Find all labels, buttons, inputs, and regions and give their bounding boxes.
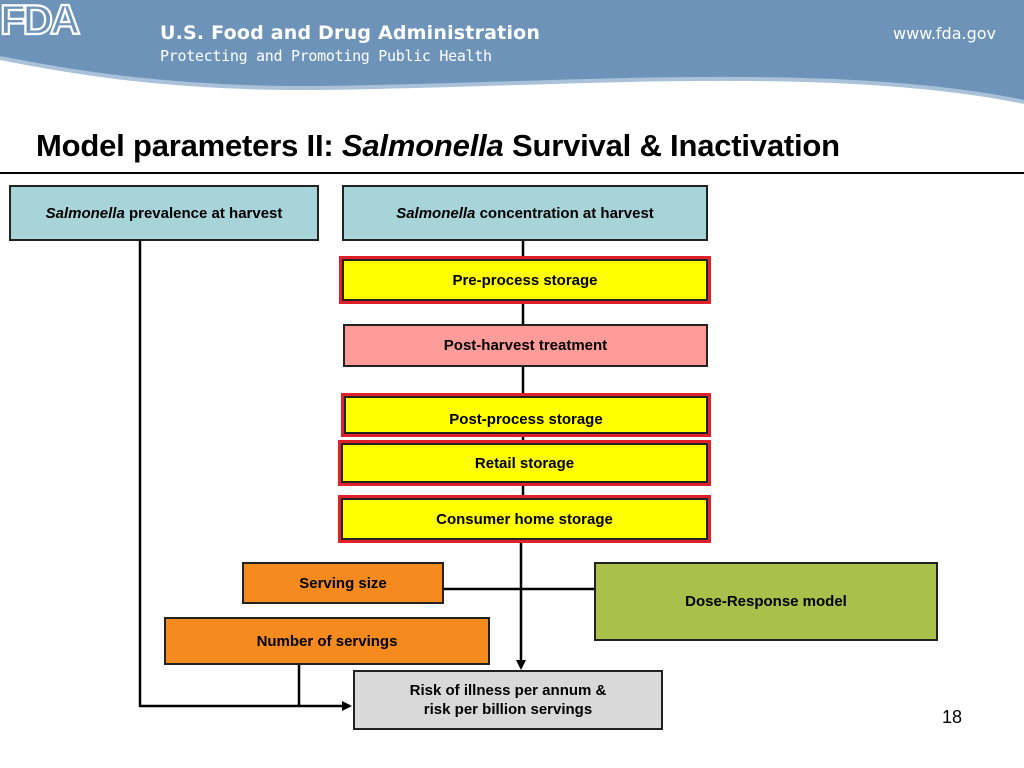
serving-size-label: Serving size — [299, 574, 387, 592]
fda-logo-text: FDA — [0, 0, 80, 40]
header-swoosh — [0, 0, 1024, 104]
agency-name: U.S. Food and Drug Administration — [160, 22, 541, 44]
header-banner: FDA U.S. Food and Drug Administration Pr… — [0, 0, 1024, 120]
slide-title: Model parameters II: Salmonella Survival… — [36, 128, 840, 164]
retail-label: Retail storage — [474, 454, 575, 472]
prevalence-italic: Salmonella — [45, 204, 125, 222]
fda-logo: FDA — [0, 0, 84, 40]
number-servings-label: Number of servings — [256, 632, 398, 650]
post-process-label: Post-process storage — [449, 410, 603, 428]
title-divider — [0, 172, 1024, 174]
serving-size-box: Serving size — [242, 562, 444, 604]
consumer-label: Consumer home storage — [436, 510, 613, 528]
concentration-box: Salmonella concentration at harvest — [342, 185, 708, 241]
dose-response-label: Dose-Response model — [685, 593, 847, 610]
risk-line-1: Risk of illness per annum & — [409, 682, 607, 699]
title-prefix: Model parameters II: — [36, 128, 334, 163]
pre-process-storage-box: Pre-process storage — [339, 256, 711, 304]
prevalence-label: prevalence at harvest — [128, 204, 283, 222]
title-suffix: Survival & Inactivation — [512, 128, 840, 163]
prevalence-box: Salmonella prevalence at harvest — [9, 185, 319, 241]
concentration-label: concentration at harvest — [479, 204, 654, 222]
dose-response-box: Dose-Response model — [594, 562, 938, 641]
title-italic: Salmonella — [341, 128, 504, 163]
page-number: 18 — [941, 707, 962, 727]
prevalence-to-risk-arrow — [138, 240, 352, 711]
risk-line-2: risk per billion servings — [423, 701, 593, 718]
post-process-storage-box: Post-process storage — [341, 393, 711, 437]
post-harvest-label: Post-harvest treatment — [443, 337, 608, 354]
pre-process-label: Pre-process storage — [452, 271, 598, 289]
concentration-italic: Salmonella — [396, 204, 476, 222]
post-harvest-treatment-box: Post-harvest treatment — [343, 324, 708, 367]
site-url[interactable]: www.fda.gov — [893, 24, 996, 43]
number-of-servings-box: Number of servings — [164, 617, 490, 665]
consumer-home-storage-box: Consumer home storage — [338, 495, 711, 543]
risk-output-box: Risk of illness per annum & risk per bil… — [353, 670, 663, 730]
agency-tagline: Protecting and Promoting Public Health — [160, 47, 492, 65]
retail-storage-box: Retail storage — [338, 440, 711, 486]
